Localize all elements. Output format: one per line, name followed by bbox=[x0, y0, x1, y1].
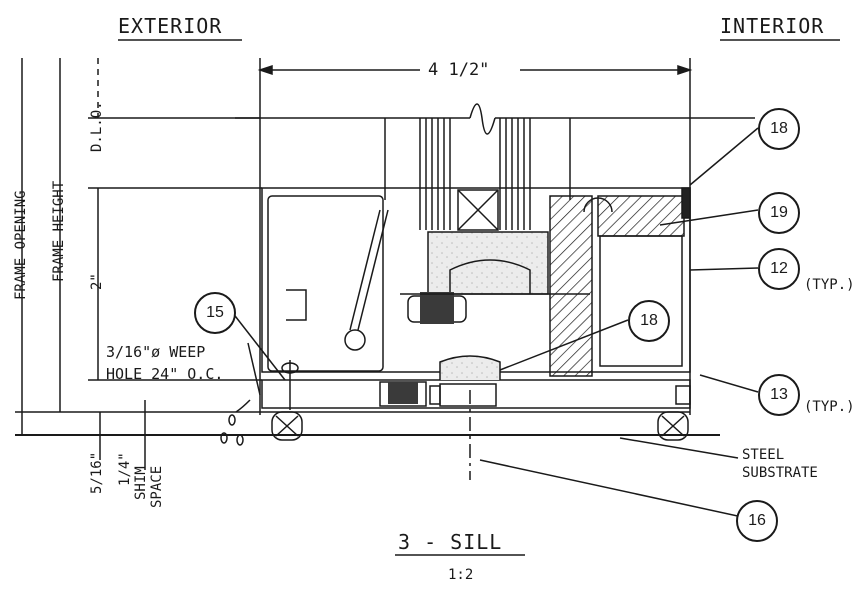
callout-12: 12 bbox=[758, 248, 800, 290]
shim-label: SHIM bbox=[133, 466, 149, 500]
interior-label: INTERIOR bbox=[720, 14, 825, 38]
weep-hole-line1: 3/16"ø WEEP bbox=[106, 343, 206, 361]
frame-opening-label: FRAME OPENING bbox=[13, 190, 29, 300]
callout-16: 16 bbox=[736, 500, 778, 542]
weep-hole-line2: HOLE 24" O.C. bbox=[106, 365, 224, 383]
typ-label-13: (TYP.) bbox=[804, 399, 855, 415]
five-sixteenths-dim: 5/16" bbox=[89, 451, 105, 494]
detail-title: 3 - SILL bbox=[398, 530, 503, 554]
typ-label-12: (TYP.) bbox=[804, 277, 855, 293]
dlo-label: D.L.O. bbox=[89, 101, 105, 152]
callout-18-top: 18 bbox=[758, 108, 800, 150]
space-label: SPACE bbox=[149, 465, 165, 508]
frame-height-label: FRAME HEIGHT bbox=[51, 180, 67, 282]
callout-15: 15 bbox=[194, 292, 236, 334]
callout-19: 19 bbox=[758, 192, 800, 234]
width-dimension: 4 1/2" bbox=[428, 60, 490, 80]
callout-13: 13 bbox=[758, 374, 800, 416]
glass-panes bbox=[419, 118, 531, 230]
detail-scale: 1:2 bbox=[448, 567, 474, 583]
exterior-label: EXTERIOR bbox=[118, 14, 223, 38]
quarter-inch-dim: 1/4" bbox=[117, 452, 133, 486]
callout-18-mid: 18 bbox=[628, 300, 670, 342]
steel-substrate-line1: STEEL bbox=[742, 447, 785, 463]
steel-substrate-line2: SUBSTRATE bbox=[742, 465, 818, 481]
frame-profile bbox=[261, 187, 691, 373]
two-inch-dim: 2" bbox=[89, 273, 105, 290]
